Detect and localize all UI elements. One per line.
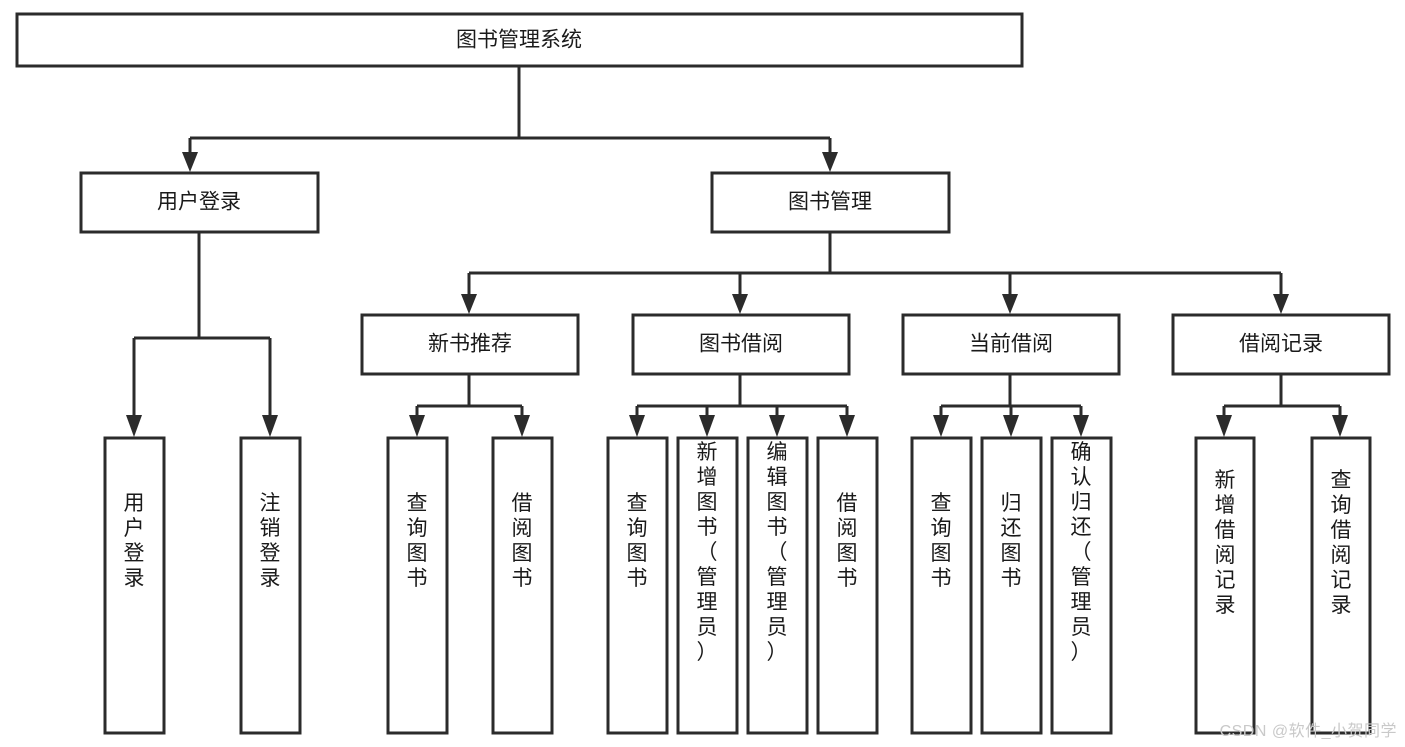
arrowhead-leaf-query-record	[1332, 415, 1348, 437]
node-leaf-borrow-book-1-label: 借阅图书	[512, 492, 533, 590]
arrowhead-currentborrow	[1002, 294, 1018, 314]
node-new-book-rec-label: 新书推荐	[428, 333, 512, 356]
node-new-book-rec[interactable]: 新书推荐	[360, 313, 580, 376]
node-root-box[interactable]	[15, 12, 1024, 68]
node-leaf-query-book-3[interactable]: 查询图书	[910, 436, 973, 735]
node-current-borrow-label: 当前借阅	[969, 333, 1053, 356]
node-current-borrow-box[interactable]	[901, 313, 1121, 376]
node-book-borrow[interactable]: 图书借阅	[631, 313, 851, 376]
node-leaf-add-record-box[interactable]	[1194, 436, 1256, 735]
node-leaf-return-book-box[interactable]	[980, 436, 1043, 735]
node-book-mgmt-box[interactable]	[710, 171, 951, 234]
node-leaf-borrow-book-2-label: 借阅图书	[837, 492, 858, 590]
node-leaf-logout-box[interactable]	[239, 436, 302, 735]
node-leaf-edit-book-label: 编辑图书（管理员）	[767, 441, 788, 664]
node-leaf-logout[interactable]: 注销登录	[239, 436, 302, 735]
node-leaf-add-record[interactable]: 新增借阅记录	[1194, 436, 1256, 735]
node-leaf-query-book-1-label: 查询图书	[407, 492, 428, 590]
node-leaf-edit-book[interactable]: 编辑图书（管理员）	[746, 436, 809, 735]
node-leaf-query-record-label: 查询借阅记录	[1331, 469, 1352, 617]
node-book-mgmt-label: 图书管理	[788, 191, 872, 214]
arrowhead-leaf-add-book	[699, 415, 715, 437]
node-leaf-query-book-2-box[interactable]	[606, 436, 669, 735]
arrowhead-leaf-return-book	[1003, 415, 1019, 437]
node-current-borrow[interactable]: 当前借阅	[901, 313, 1121, 376]
arrowhead-leaf-borrow-book-1	[514, 415, 530, 437]
node-leaf-query-book-3-box[interactable]	[910, 436, 973, 735]
node-leaf-query-book-3-label: 查询图书	[931, 492, 952, 590]
arrowhead-leaf-add-record	[1216, 415, 1232, 437]
arrowhead-user-login	[182, 152, 198, 172]
node-user-login-label: 用户登录	[157, 191, 241, 214]
node-leaf-confirm-return-box[interactable]	[1050, 436, 1113, 735]
node-book-mgmt[interactable]: 图书管理	[710, 171, 951, 234]
node-borrow-record[interactable]: 借阅记录	[1171, 313, 1391, 376]
node-borrow-record-label: 借阅记录	[1239, 333, 1323, 356]
arrowhead-leaf-query-book-3	[933, 415, 949, 437]
node-leaf-add-book-box[interactable]	[676, 436, 739, 735]
node-leaf-user-login[interactable]: 用户登录	[103, 436, 166, 735]
node-leaf-add-record-label: 新增借阅记录	[1215, 469, 1236, 617]
arrowhead-leaf-edit-book	[769, 415, 785, 437]
arrowhead-newbook	[461, 294, 477, 314]
node-leaf-return-book-label: 归还图书	[1001, 492, 1022, 590]
arrowhead-borrowrecord	[1273, 294, 1289, 314]
node-leaf-borrow-book-2-box[interactable]	[816, 436, 879, 735]
node-leaf-borrow-book-2[interactable]: 借阅图书	[816, 436, 879, 735]
node-leaf-user-login-box[interactable]	[103, 436, 166, 735]
arrowhead-leaf-query-book-2	[629, 415, 645, 437]
node-leaf-logout-label: 注销登录	[260, 492, 281, 590]
node-leaf-query-book-1[interactable]: 查询图书	[386, 436, 449, 735]
node-root[interactable]: 图书管理系统	[15, 12, 1024, 68]
arrowhead-leaf-borrow-book-2	[839, 415, 855, 437]
node-user-login-box[interactable]	[79, 171, 320, 234]
edge-layer	[126, 66, 1348, 437]
arrowhead-leaf-user-login	[126, 415, 142, 437]
node-leaf-query-record-box[interactable]	[1310, 436, 1372, 735]
node-leaf-query-book-2[interactable]: 查询图书	[606, 436, 669, 735]
node-leaf-add-book[interactable]: 新增图书（管理员）	[676, 436, 739, 735]
node-leaf-return-book[interactable]: 归还图书	[980, 436, 1043, 735]
node-leaf-query-book-1-box[interactable]	[386, 436, 449, 735]
arrowhead-book-mgmt	[822, 152, 838, 172]
node-leaf-borrow-book-1-box[interactable]	[491, 436, 554, 735]
node-book-borrow-box[interactable]	[631, 313, 851, 376]
node-leaf-add-book-label: 新增图书（管理员）	[697, 441, 718, 664]
node-user-login[interactable]: 用户登录	[79, 171, 320, 234]
node-leaf-query-record[interactable]: 查询借阅记录	[1310, 436, 1372, 735]
node-root-label: 图书管理系统	[456, 29, 582, 52]
node-leaf-query-book-2-label: 查询图书	[627, 492, 648, 590]
node-leaf-borrow-book-1[interactable]: 借阅图书	[491, 436, 554, 735]
arrowhead-leaf-confirm-return	[1073, 415, 1089, 437]
node-leaf-confirm-return-label: 确认归还（管理员）	[1071, 441, 1092, 664]
node-book-borrow-label: 图书借阅	[699, 333, 783, 356]
node-borrow-record-box[interactable]	[1171, 313, 1391, 376]
node-leaf-user-login-label: 用户登录	[124, 492, 145, 590]
node-new-book-rec-box[interactable]	[360, 313, 580, 376]
node-leaf-confirm-return[interactable]: 确认归还（管理员）	[1050, 436, 1113, 735]
arrowhead-leaf-logout	[262, 415, 278, 437]
arrowhead-leaf-query-book-1	[409, 415, 425, 437]
node-leaf-edit-book-box[interactable]	[746, 436, 809, 735]
arrowhead-bookborrow	[732, 294, 748, 314]
